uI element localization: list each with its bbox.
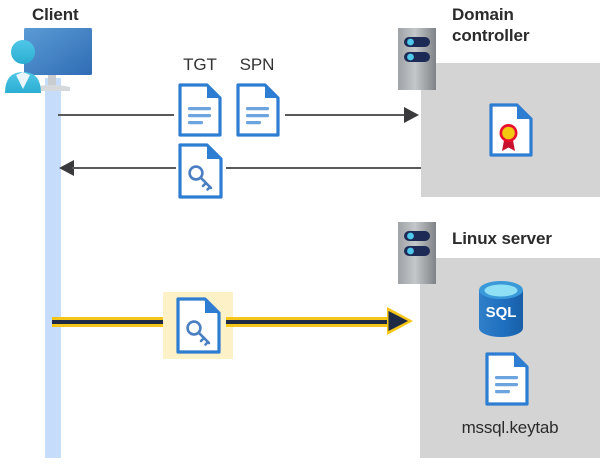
client-title: Client [32,5,79,24]
spn-label: SPN [239,55,275,74]
service-ticket-arrowhead [386,306,414,336]
domain-controller-server-rack-icon [398,28,436,90]
linux-server-rack-icon [398,222,436,284]
message-request-line-right [285,114,410,116]
keytab-filename-label: mssql.keytab [461,418,559,437]
response-document-key-icon [178,143,224,199]
certificate-icon [489,103,533,157]
keytab-document-icon [485,352,529,406]
client-person-monitor-icon [4,25,96,95]
domain-controller-title-line2: controller [452,26,530,45]
service-ticket-arrow-left [52,317,170,327]
client-lifeline [45,78,61,458]
domain-controller-title-line1: Domain [452,5,514,24]
sql-database-icon: SQL [477,281,525,337]
message-request-line-left [58,114,174,116]
tgt-label: TGT [183,55,217,74]
linux-server-title: Linux server [452,229,552,248]
message-request-arrowhead [404,106,420,124]
tgt-document-lines-icon [178,83,222,137]
message-response-line-left [72,167,176,169]
message-response-line-right [226,167,421,169]
svg-text:SQL: SQL [486,304,517,321]
service-ticket-document-key-icon [176,297,222,354]
spn-document-lines-icon [236,83,280,137]
message-response-arrowhead [58,159,74,177]
service-ticket-arrow-right [226,317,392,327]
domain-controller-title: Domain controller [452,4,600,46]
